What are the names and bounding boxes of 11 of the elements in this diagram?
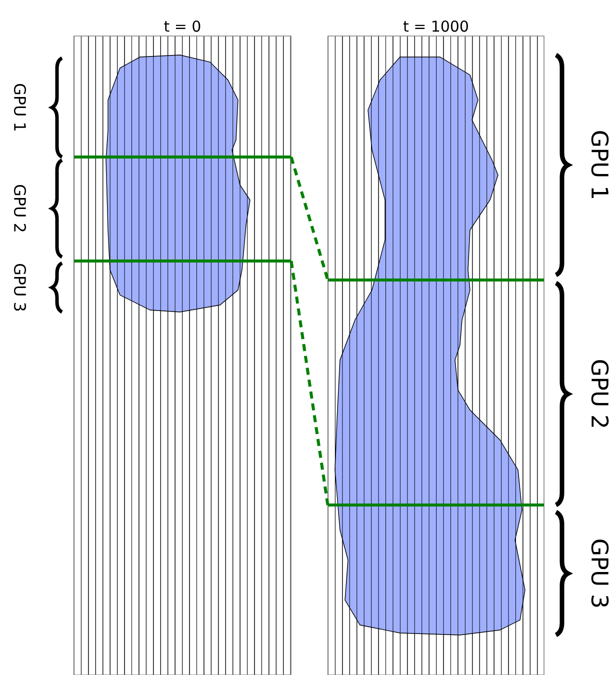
gpu-label: GPU 2: [591, 360, 609, 427]
partition-line: [328, 278, 544, 282]
panel-title: t = 0: [164, 20, 200, 32]
partition-line: [74, 156, 291, 158]
gpu-label: GPU 1: [591, 131, 609, 198]
dashed-connector: [290, 156, 330, 280]
dashed-connector: [290, 260, 330, 506]
partition-line: [328, 504, 544, 506]
panel-title: t = 1000: [403, 20, 468, 32]
partition-line: [74, 260, 291, 262]
gpu-label: GPU 2: [14, 184, 26, 232]
